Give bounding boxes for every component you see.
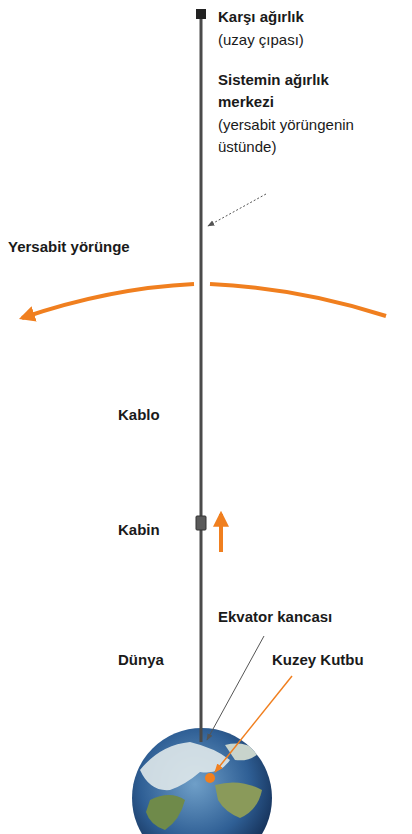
part-label: (uzay çıpası) bbox=[218, 29, 408, 51]
cable-line bbox=[200, 16, 203, 742]
counterweight-block bbox=[196, 9, 206, 19]
orbit-arc bbox=[22, 284, 194, 318]
part-label: Karşı ağırlık bbox=[218, 6, 408, 28]
land-mass bbox=[146, 795, 185, 830]
motion-arrow bbox=[219, 514, 223, 552]
land-mass bbox=[215, 782, 262, 818]
orbit-arc bbox=[210, 284, 386, 316]
part-label: Kabin bbox=[118, 519, 193, 541]
part-label: Dünya bbox=[118, 649, 193, 671]
part-label: Yersabit yörünge bbox=[8, 236, 198, 258]
part-label: Ekvator kancası bbox=[218, 606, 408, 628]
earth-ocean bbox=[132, 728, 272, 834]
cabin-block bbox=[196, 516, 206, 530]
earth-globe bbox=[132, 728, 272, 834]
part-label: Kuzey Kutbu bbox=[272, 649, 408, 671]
leader-line bbox=[207, 636, 264, 740]
leader-line bbox=[208, 194, 266, 226]
leader-line bbox=[215, 676, 292, 772]
north-pole-dot bbox=[205, 773, 215, 783]
part-label: Sistemin ağırlık merkezi bbox=[218, 69, 368, 113]
part-label: Kablo bbox=[118, 404, 193, 426]
ice-cap bbox=[140, 742, 230, 790]
part-label: (yersabit yörüngenin üstünde) bbox=[218, 114, 408, 158]
